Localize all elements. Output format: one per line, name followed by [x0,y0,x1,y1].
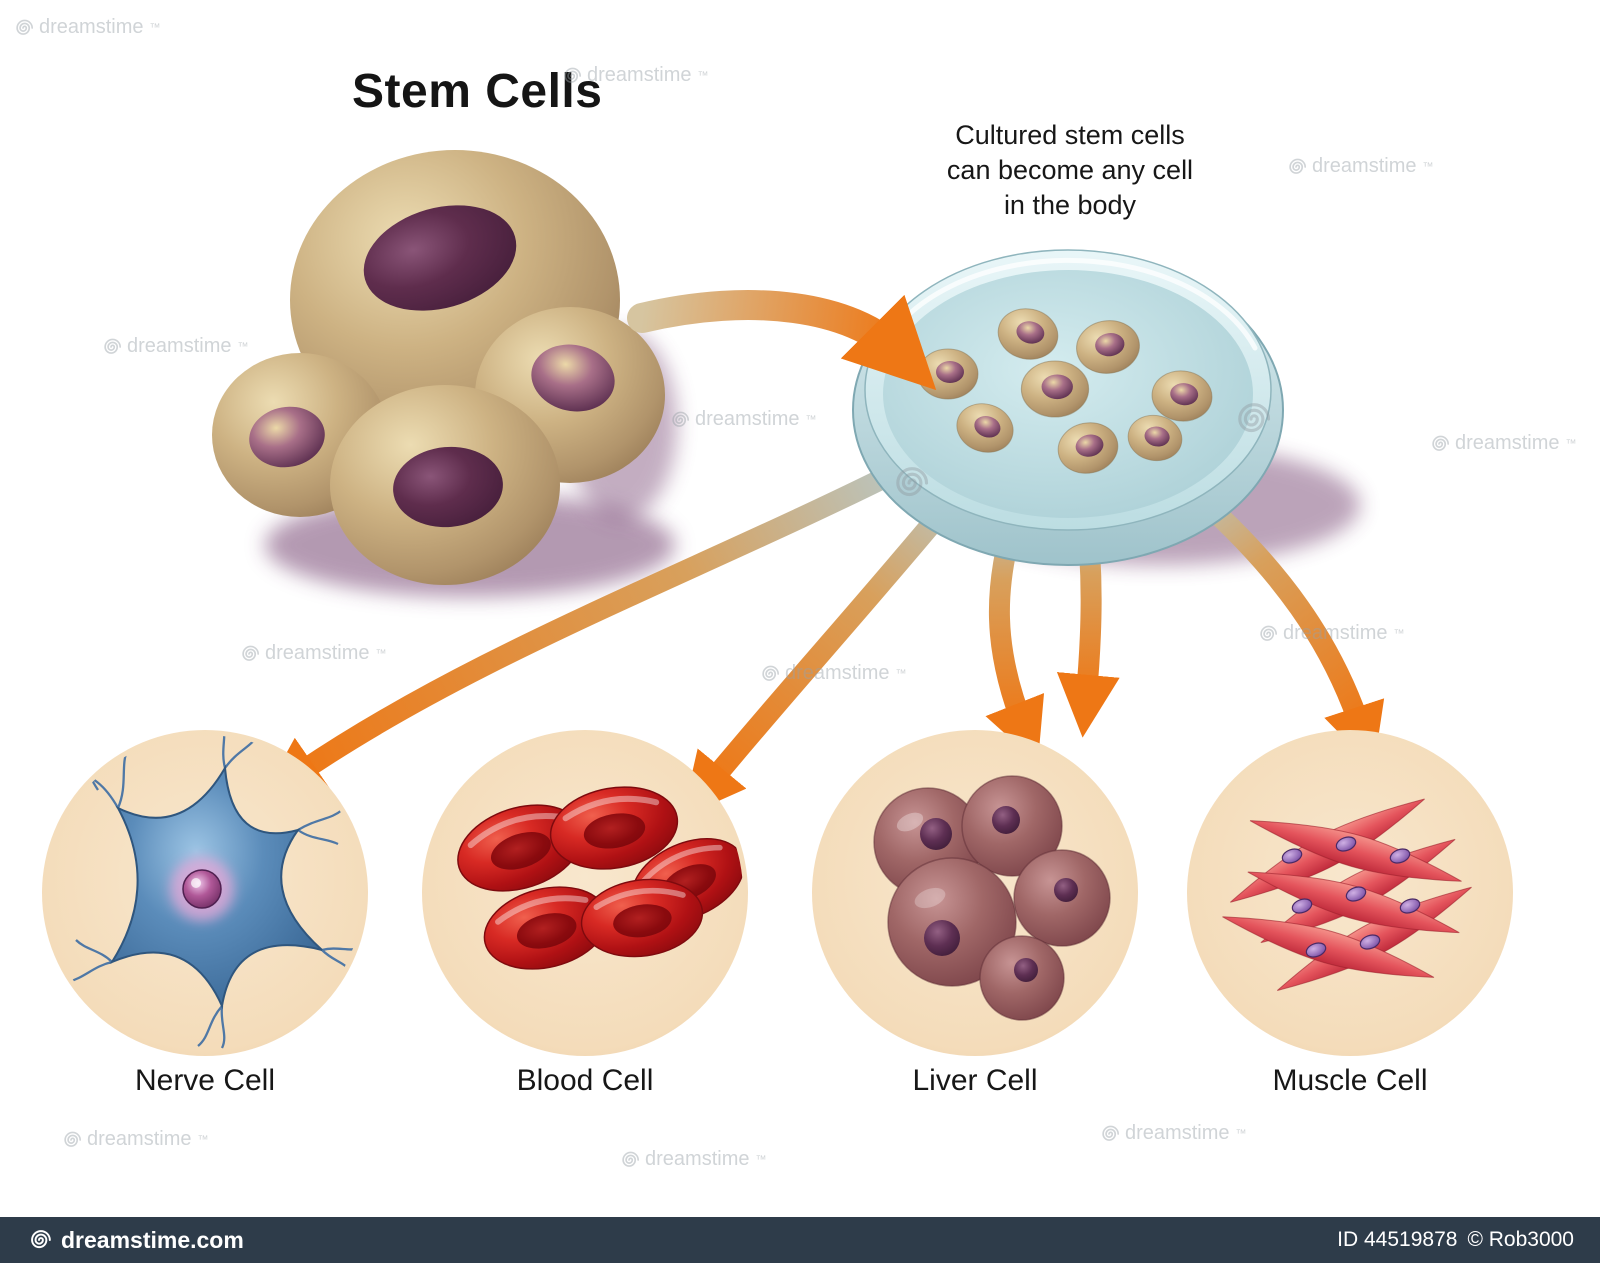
arrow-to-nerve-cell [260,459,911,800]
footer-site-text: dreamstime.com [61,1226,244,1253]
liver-cell-illustration [873,775,1111,1021]
arrow-stem-cells-to-dish [627,290,937,391]
caption-line-3: in the body [1003,190,1137,221]
dish-caption: Cultured stem cells can become any cell … [885,118,1255,223]
copyright: © Rob3000 [1467,1228,1574,1251]
neuron-nucleus [182,869,222,909]
stem-cell-nucleus [393,446,503,528]
arrow-to-blood-cell [681,479,971,818]
liver-cell-nucleus [1054,878,1078,902]
watermark-footer-bar: dreamstime.com ID 44519878 © Rob3000 [0,1217,1600,1263]
dreamstime-swirl-icon [26,1227,52,1253]
nerve-cell-label: Nerve Cell [134,1064,276,1097]
stem-cell-nucleus [249,406,325,468]
stem-cell-nucleus [531,344,615,412]
blood-cell-label: Blood Cell [516,1064,654,1097]
liver-cell-nucleus [924,920,960,956]
image-credit: ID 44519878 © Rob3000 [1337,1228,1574,1252]
liver-cell-nucleus [920,818,952,850]
stem-cell-nucleus [363,205,517,311]
liver-cell-nucleus [1014,958,1038,982]
muscle-cell-illustration [1217,784,1480,1006]
stem-cell-cluster [212,150,665,585]
liver-cell-label: Liver Cell [912,1064,1038,1097]
muscle-cell-nuclei [1281,836,1421,958]
image-id: ID 44519878 [1337,1228,1458,1251]
page-title: Stem Cells [352,65,603,118]
caption-line-1: Cultured stem cells [955,120,1185,150]
caption-line-2: can become any cell [946,155,1194,186]
petri-dish [852,249,1284,566]
dreamstime-swirl-icon [888,462,930,504]
dreamstime-logo: dreamstime.com [26,1227,244,1254]
muscle-cell-label: Muscle Cell [1272,1064,1428,1097]
liver-cell-nucleus [992,806,1020,834]
dreamstime-swirl-icon [1230,398,1272,440]
